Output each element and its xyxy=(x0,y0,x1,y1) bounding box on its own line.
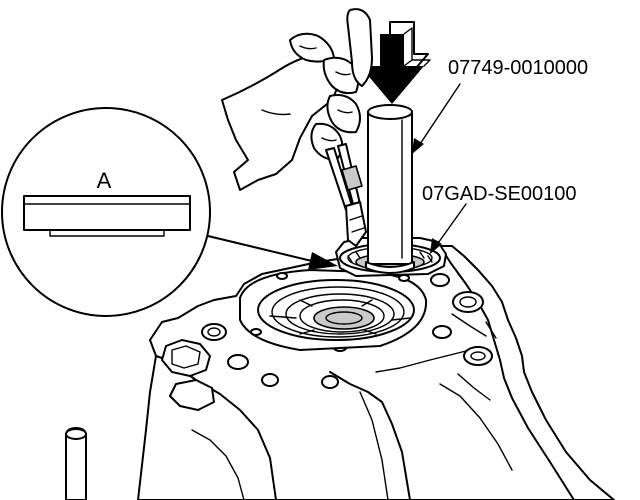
callout-label-a: A xyxy=(97,168,112,193)
press-force-arrow xyxy=(360,21,431,104)
bore-ring-3 xyxy=(285,293,395,335)
bore-bolt-2 xyxy=(398,274,410,282)
driver-handle-tool xyxy=(365,104,415,274)
leader-lines xyxy=(207,83,467,270)
pliers-jaw-tip xyxy=(349,215,365,233)
housing-right-boss-1-inner xyxy=(459,296,477,308)
housing-right-boss-4 xyxy=(432,325,452,339)
hand-knuckle-lines xyxy=(261,45,353,142)
housing-right-boss-3-inner xyxy=(470,351,486,361)
housing-right-ribs xyxy=(451,313,497,401)
bore-bolt-1 xyxy=(276,272,288,280)
housing-bolt-hole-3 xyxy=(261,373,279,387)
hand-finger-3 xyxy=(326,94,361,134)
bore-center-hub xyxy=(313,306,375,330)
housing-rib-3 xyxy=(439,383,513,471)
hand-finger-1 xyxy=(289,32,335,63)
driver-shaft-base xyxy=(365,261,415,274)
housing-right-boss-3 xyxy=(463,346,493,366)
housing-rib-4 xyxy=(191,429,245,500)
housing-bolt-hole-1-inner xyxy=(207,327,221,337)
technician-hand xyxy=(221,8,373,247)
hand-finger-2 xyxy=(322,56,360,95)
driver-shaft xyxy=(367,111,413,265)
callout-leader-arrowhead xyxy=(308,252,338,270)
hand-thumb xyxy=(346,8,373,87)
housing-bolt-hole-4 xyxy=(321,375,339,389)
detail-callout-a: A xyxy=(1,107,211,317)
callout-leader-line xyxy=(207,235,317,263)
housing-bolt-hole-2 xyxy=(227,354,249,370)
driver-tool-part-number: 07749-0010000 xyxy=(448,57,588,79)
housing-right-boss-2 xyxy=(430,273,450,287)
attachment-knurl xyxy=(347,251,433,263)
hand-back xyxy=(221,54,341,191)
housing-center-seam xyxy=(329,371,411,500)
housing-bolt-hole-1 xyxy=(201,323,227,341)
bore-center-hole xyxy=(325,311,363,325)
bore-ring-4 xyxy=(299,299,385,333)
attachment-label-leader xyxy=(435,203,467,247)
housing-right-boss-1 xyxy=(452,291,484,313)
seal-section-profile xyxy=(23,195,191,231)
attachment-label-arrowhead xyxy=(430,238,442,254)
bore-spokes xyxy=(269,299,411,335)
pliers-jaw xyxy=(345,201,367,247)
driver-shaft-top xyxy=(367,104,413,120)
pliers-pivot xyxy=(341,165,363,191)
housing-right-flange xyxy=(439,245,575,500)
bore-ring-2 xyxy=(271,286,405,338)
driver-label-arrowhead xyxy=(412,138,424,154)
force-arrow-edge xyxy=(403,27,431,67)
bore-ring-1 xyxy=(257,279,415,341)
housing-rib-1 xyxy=(359,391,389,500)
driver-label-leader xyxy=(419,83,461,145)
housing-left-pipe-top xyxy=(65,428,87,440)
housing-left-boss-inner xyxy=(171,345,201,369)
force-arrow xyxy=(360,34,424,104)
seal-section-step xyxy=(49,229,165,237)
housing-left-pocket xyxy=(169,379,215,411)
bearing-bore-assembly xyxy=(239,269,428,351)
housing-rib-2 xyxy=(375,349,471,373)
attachment-tool-part-number: 07GAD-SE00100 xyxy=(422,183,577,205)
bore-bolt-3 xyxy=(250,328,262,336)
